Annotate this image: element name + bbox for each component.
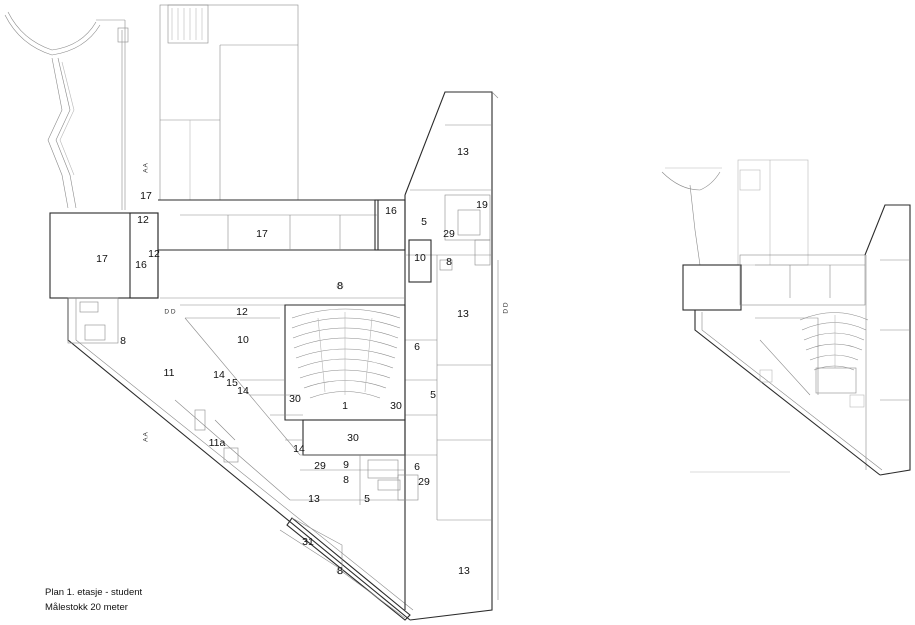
room-label: 13 [457,146,469,158]
room-label: 16 [385,205,397,217]
room-label: 5 [364,493,370,505]
service-rooms [67,209,491,491]
room-label: 16 [135,259,147,271]
room-label: 9 [343,459,349,471]
room-label: 30 [390,400,402,412]
auditorium [284,304,406,456]
room-label: 10 [414,252,426,264]
room-label: 1 [342,400,348,412]
room-label: 6 [414,461,420,473]
room-label: 11a [209,437,226,449]
room-label: 14 [293,443,305,455]
section-markers: A A A A D D D D [143,162,510,575]
room-label: 8 [120,335,126,347]
room-label: 12 [236,306,248,318]
room-label: 8 [446,256,452,268]
plan-scale-label: Målestokk 20 meter [45,602,128,613]
room-label: 5 [421,216,427,228]
room-label: 5 [430,389,436,401]
section-dd-right: D D [503,302,510,314]
room-label: 13 [308,493,320,505]
plan-title: Plan 1. etasje - student [45,587,143,598]
room-label: 8 [337,280,343,292]
room-label: 30 [289,393,301,405]
room-label: 14 [213,369,225,381]
room-label: 17 [256,228,268,240]
section-aa-bottom: A A [143,431,150,441]
key-plan-overview [661,159,911,476]
plan-caption: Plan 1. etasje - student Målestokk 20 me… [45,587,143,613]
room-label: 31 [302,536,314,548]
room-label: 29 [314,460,326,472]
room-label: 6 [414,341,420,353]
lower-annex [279,517,411,621]
room-label: 12 [148,248,160,260]
room-label: 13 [457,308,469,320]
room-label: 14 [237,385,249,397]
room-label: 11 [164,367,175,379]
room-label: 12 [137,214,149,226]
room-label: 29 [418,476,430,488]
room-label: 8 [343,474,349,486]
room-label: 17 [140,190,152,202]
main-building-walls [49,91,499,621]
room-label: 17 [96,253,108,265]
room-label: 15 [226,377,238,389]
room-label: 10 [237,334,249,346]
room-label: 8 [337,565,343,577]
room-label: 29 [443,228,455,240]
room-number-labels: 13 19 5 29 10 8 16 17 12 17 17 16 12 8 1… [96,146,488,577]
room-label: 30 [347,432,359,444]
diagonal-rooms [174,317,419,505]
room-label: 13 [458,565,470,577]
section-aa-top: A A [143,162,150,172]
upper-existing-building [159,4,299,201]
room-label: 19 [476,199,488,211]
section-dd-left: D D [164,309,176,316]
upper-left-structure [4,11,129,210]
